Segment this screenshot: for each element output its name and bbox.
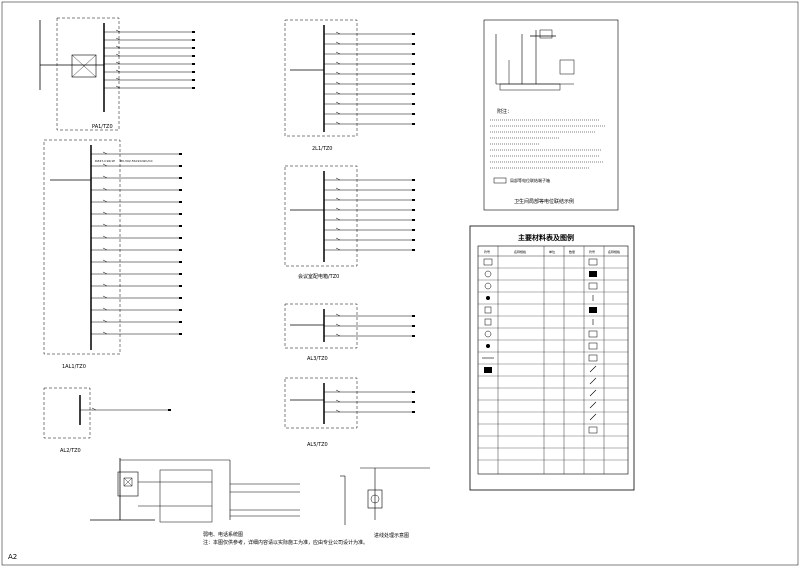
panel-al5: AL5/TZ0 xyxy=(284,377,416,448)
notes-title: 附注： xyxy=(497,108,512,115)
panel-label: 会议室配电箱/TZ0 xyxy=(298,273,339,280)
header-symbol-2: 符号 xyxy=(589,249,595,254)
incoming-feeder xyxy=(39,20,104,90)
breaker-text: DZ47-C16/1P xyxy=(95,159,115,163)
table-title: 主要材料表及图例 xyxy=(518,233,574,242)
panel-meeting-room: 会议室配电箱/TZ0 xyxy=(284,165,416,280)
legend-symbols xyxy=(482,258,598,434)
sheet-number: A2 xyxy=(8,553,18,561)
panel-label: AL3/TZ0 xyxy=(307,356,328,362)
drawing-note: 弱电、电话系统图 注：本图仅供参考，详细内容请以实际施工为准，应由专业公司设计为… xyxy=(203,531,368,547)
header-name: 名称规格 xyxy=(514,249,526,254)
detail-title: 进线处理示意图 xyxy=(374,532,409,539)
materials-table: 主要材料表及图例 符号 名称规格 单位 数量 符号 名称规格 xyxy=(469,225,635,491)
panel-pa1: PA1/TZ0 xyxy=(39,17,196,131)
header-name-2: 名称规格 xyxy=(608,249,620,254)
incoming-line-detail: 进线处理示意图 xyxy=(340,467,430,539)
panel-label: AL2/TZ0 xyxy=(60,448,81,454)
table-rows xyxy=(478,267,628,461)
legend-text: 局部等电位联结端子箱 xyxy=(510,177,550,183)
note-line-2: 注：本图仅供参考，详细内容请以实际施工为准，应由专业公司设计为准。 xyxy=(203,540,369,546)
weak-current-riser xyxy=(90,458,300,523)
panel-1al1: DZ47-C16/1P BV-3X2.5SC20-WC/CC 1AL1/TZ0 xyxy=(43,139,183,370)
panel-al3: AL3/TZ0 xyxy=(284,303,416,362)
detail-title: 卫生间局部等电位联结示例 xyxy=(514,198,574,205)
cable-text: BV-3X2.5SC20-WC/CC xyxy=(120,159,153,163)
panel-label: PA1/TZ0 xyxy=(92,124,113,130)
panel-label: 1AL1/TZ0 xyxy=(62,364,86,370)
panel-al2: AL2/TZ0 xyxy=(43,387,172,454)
note-line-1: 弱电、电话系统图 xyxy=(203,532,244,538)
panel-label: AL5/TZ0 xyxy=(307,442,328,448)
grounding-sketch xyxy=(495,29,575,91)
grounding-detail: 附注： 局部等电位联结端子箱 卫生间局部等电位联结示例 xyxy=(483,19,619,211)
notes-lines xyxy=(490,119,605,169)
header-unit: 单位 xyxy=(549,249,555,254)
header-symbol: 符号 xyxy=(484,249,490,254)
panel-label: 2L1/TZ0 xyxy=(312,146,333,152)
feeder-rows xyxy=(90,151,183,336)
panel-2l1: 2L1/TZ0 xyxy=(284,19,416,152)
header-qty: 数量 xyxy=(569,249,575,254)
